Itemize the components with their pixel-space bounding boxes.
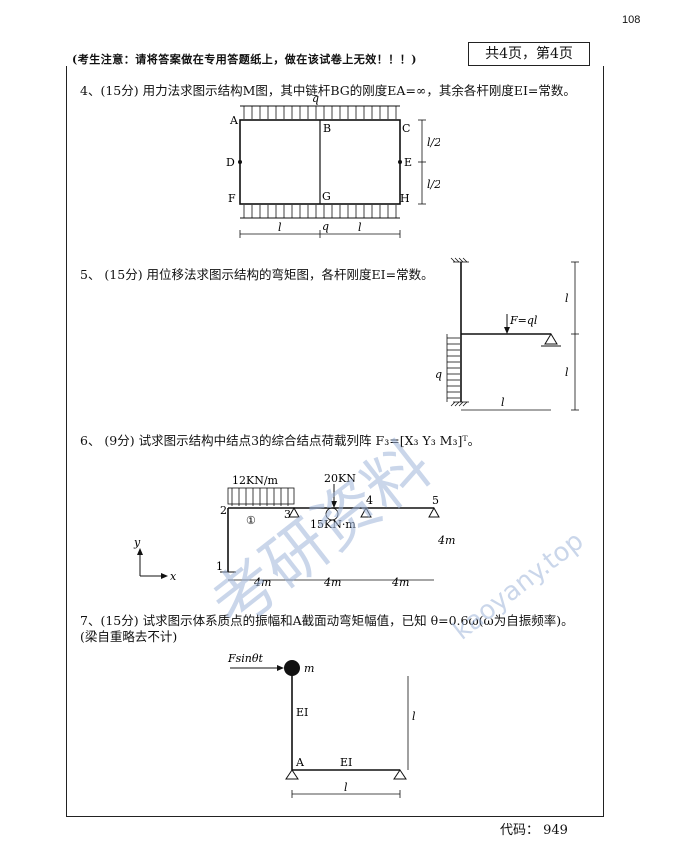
node-f: F (228, 192, 236, 205)
exam-code: 代码： 949 (500, 823, 568, 838)
mass-label: m (304, 662, 314, 675)
dim-half-1: l/2 (427, 136, 440, 149)
question-6: 6、 (9分) 试求图示结构中结点3的综合结点荷载列阵 F₃=[X₃ Y₃ M₃… (80, 433, 481, 448)
exam-notice: (考生注意：请将答案做在专用答题纸上，做在该试卷上无效！！！) (72, 53, 417, 66)
dim-span-2: l (358, 221, 362, 234)
node-c: C (402, 122, 410, 135)
node-a: A (229, 114, 239, 127)
load-q-bottom: q (322, 220, 329, 233)
node-d: D (226, 156, 235, 169)
dim-l-horiz: l (344, 781, 348, 794)
force-label: F=ql (509, 314, 538, 327)
dim-l-3: l (501, 396, 505, 409)
question-5: 5、 (15分) 用位移法求图示结构的弯矩图，各杆刚度EI=常数。 (80, 267, 434, 282)
force-label: Fsinθt (227, 652, 264, 665)
node-2: 2 (220, 504, 227, 517)
dim-l-2: l (565, 366, 569, 379)
dim-half-2: l/2 (427, 178, 440, 191)
node-1: 1 (216, 560, 223, 573)
figure-6: 12KN/m 20KN 15KN·m 1 2 3 4 5 ① 4m 4m 4m … (133, 472, 455, 588)
node-e: E (404, 156, 412, 169)
node-b: B (323, 122, 331, 135)
dim-l-vert: l (412, 710, 416, 723)
question-7: 7、(15分) 试求图示体系质点的振幅和A截面动弯矩幅值，已知 θ=0.6ω(ω… (80, 613, 574, 628)
point-load-label: 20KN (324, 472, 356, 485)
moment-label: 15KN·m (310, 518, 356, 531)
dim-span-1: l (278, 221, 282, 234)
page-count-box: 共4页，第4页 (468, 42, 590, 66)
dim-1: 4m (253, 576, 271, 588)
dim-l-1: l (565, 292, 569, 305)
figure-7: Fsinθt m EI EI A l l (227, 652, 416, 798)
axis-x: x (170, 570, 177, 583)
ei-beam: EI (340, 756, 352, 769)
dim-3: 4m (391, 576, 409, 588)
dim-2: 4m (323, 576, 341, 588)
axis-y: y (133, 536, 141, 549)
dim-4: 4m (437, 534, 455, 547)
point-a: A (295, 756, 305, 769)
figure-4: q q A B C D E F G H l/2 l/2 l l (226, 92, 440, 238)
figure-5: F=ql q l l l (435, 257, 579, 411)
question-7-note: (梁自重略去不计) (80, 629, 178, 644)
node-4: 4 (366, 494, 373, 507)
element-1: ① (246, 514, 256, 527)
node-g: G (322, 190, 331, 203)
load-q: q (435, 368, 442, 381)
mass-point (284, 660, 300, 676)
node-3: 3 (284, 508, 291, 521)
question-4: 4、(15分) 用力法求图示结构M图，其中链杆BG的刚度EA=∞，其余各杆刚度E… (80, 83, 576, 98)
dist-load-label: 12KN/m (232, 474, 279, 487)
node-h: H (400, 192, 410, 205)
load-q-top: q (312, 92, 319, 105)
node-5: 5 (432, 494, 439, 507)
ei-column: EI (296, 706, 308, 719)
page-frame (66, 66, 604, 817)
page-number: 108 (622, 14, 641, 26)
